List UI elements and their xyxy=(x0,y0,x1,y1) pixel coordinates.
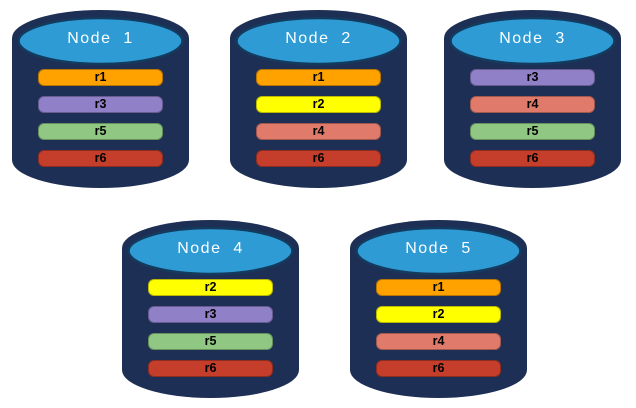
replica-bar-label: r4 xyxy=(526,97,539,111)
node-title: Node 4 xyxy=(177,240,244,257)
database-node: Node 5 r1 r2 r4 r6 xyxy=(350,220,527,398)
replica-bar: r1 xyxy=(38,69,163,86)
node-title: Node 5 xyxy=(405,240,472,257)
replica-bar-label: r6 xyxy=(204,361,217,375)
replica-bar-label: r5 xyxy=(94,124,107,138)
database-node: Node 1 r1 r3 r5 r6 xyxy=(12,10,189,188)
replica-bar-label: r1 xyxy=(312,70,325,84)
replica-bar-label: r3 xyxy=(94,97,107,111)
replica-bar: r4 xyxy=(256,123,381,140)
replica-bar: r5 xyxy=(38,123,163,140)
replica-bar: r5 xyxy=(470,123,595,140)
replica-bar-list: r3 r4 r5 r6 xyxy=(470,69,595,177)
replica-bar: r2 xyxy=(376,306,501,323)
replica-bar: r2 xyxy=(256,96,381,113)
database-node: Node 4 r2 r3 r5 r6 xyxy=(122,220,299,398)
database-node: Node 3 r3 r4 r5 r6 xyxy=(444,10,621,188)
replica-bar: r1 xyxy=(256,69,381,86)
replica-bar-label: r4 xyxy=(432,334,445,348)
replica-bar-label: r2 xyxy=(204,280,217,294)
node-title: Node 1 xyxy=(67,30,134,47)
replica-bar: r6 xyxy=(38,150,163,167)
replica-bar-label: r5 xyxy=(204,334,217,348)
replica-bar: r3 xyxy=(470,69,595,86)
replica-bar-label: r1 xyxy=(432,280,445,294)
replica-bar-label: r2 xyxy=(432,307,445,321)
cylinder-top-ellipse xyxy=(449,16,616,66)
replica-bar: r1 xyxy=(376,279,501,296)
replica-bar: r6 xyxy=(256,150,381,167)
node-title: Node 3 xyxy=(499,30,566,47)
replica-bar: r6 xyxy=(470,150,595,167)
replica-bar-label: r1 xyxy=(94,70,107,84)
replica-bar-label: r4 xyxy=(312,124,325,138)
replica-bar-label: r3 xyxy=(204,307,217,321)
replica-bar-label: r6 xyxy=(312,151,325,165)
cylinder-top-ellipse xyxy=(355,226,522,276)
replica-bar-list: r1 r2 r4 r6 xyxy=(256,69,381,177)
replica-bar: r4 xyxy=(376,333,501,350)
replica-bar: r3 xyxy=(38,96,163,113)
replica-bar: r6 xyxy=(376,360,501,377)
replica-bar-label: r6 xyxy=(432,361,445,375)
replica-bar: r5 xyxy=(148,333,273,350)
database-node: Node 2 r1 r2 r4 r6 xyxy=(230,10,407,188)
replica-bar-list: r1 r3 r5 r6 xyxy=(38,69,163,177)
replica-bar-label: r3 xyxy=(526,70,539,84)
cylinder-top-ellipse xyxy=(17,16,184,66)
replica-bar-label: r6 xyxy=(526,151,539,165)
replica-bar: r2 xyxy=(148,279,273,296)
replica-bar-label: r5 xyxy=(526,124,539,138)
replica-bar: r6 xyxy=(148,360,273,377)
cylinder-top-ellipse xyxy=(127,226,294,276)
replica-bar-list: r1 r2 r4 r6 xyxy=(376,279,501,387)
cylinder-top-ellipse xyxy=(235,16,402,66)
node-title: Node 2 xyxy=(285,30,352,47)
replica-bar-label: r6 xyxy=(94,151,107,165)
replica-bar: r4 xyxy=(470,96,595,113)
replica-bar: r3 xyxy=(148,306,273,323)
replica-bar-list: r2 r3 r5 r6 xyxy=(148,279,273,387)
replica-bar-label: r2 xyxy=(312,97,325,111)
